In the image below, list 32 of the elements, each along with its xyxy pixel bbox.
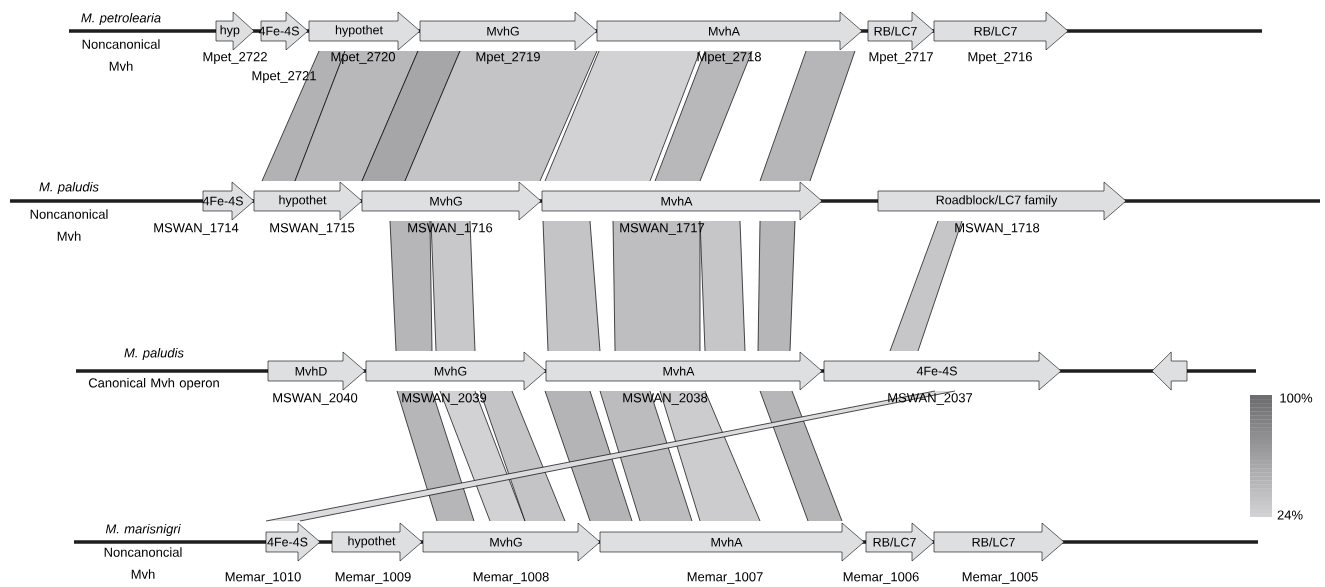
locus-tag: MSWAN_1717 — [620, 223, 705, 235]
locus-tag: MSWAN_2040 — [273, 393, 358, 405]
locus-tag: MSWAN_1715 — [270, 223, 355, 235]
strain-description: Noncanonical Mvh — [82, 39, 160, 71]
locus-tag: Memar_1009 — [335, 572, 411, 584]
scale-label: 100% — [1280, 393, 1313, 403]
locus-tag: Mpet_2719 — [476, 52, 540, 64]
locus-tag: MSWAN_2038 — [623, 393, 708, 405]
locus-tag: MSWAN_1714 — [154, 223, 239, 235]
strain-description: Noncanonical Mvh — [30, 209, 108, 241]
species-name: M. paludis — [39, 181, 99, 195]
locus-tag: Memar_1010 — [225, 572, 301, 584]
species-name: M. marisnigri — [105, 523, 181, 537]
gene-shape — [1151, 351, 1188, 391]
species-name: M. paludis — [124, 347, 184, 361]
locus-tag: Mpet_2722 — [203, 52, 267, 64]
scale-label: 24% — [1277, 510, 1303, 520]
locus-tag: Mpet_2721 — [252, 71, 316, 83]
locus-tag: Memar_1008 — [473, 572, 549, 584]
strain-description: Noncanoncial Mvh — [104, 547, 182, 579]
locus-tag: MSWAN_2039 — [402, 393, 487, 405]
locus-tag: Mpet_2720 — [331, 52, 395, 64]
locus-tag: Memar_1007 — [687, 572, 763, 584]
locus-tag: Mpet_2717 — [869, 52, 933, 64]
locus-tag: MSWAN_1718 — [955, 223, 1040, 235]
locus-tag: Memar_1006 — [843, 572, 919, 584]
strain-description: Canonical Mvh operon — [88, 377, 219, 391]
locus-tag: Mpet_2718 — [697, 52, 761, 64]
locus-tag: MSWAN_1716 — [408, 223, 493, 235]
species-name: M. petrolearia — [81, 12, 161, 26]
locus-tag: Memar_1005 — [962, 572, 1038, 584]
locus-tag: Mpet_2716 — [968, 52, 1032, 64]
